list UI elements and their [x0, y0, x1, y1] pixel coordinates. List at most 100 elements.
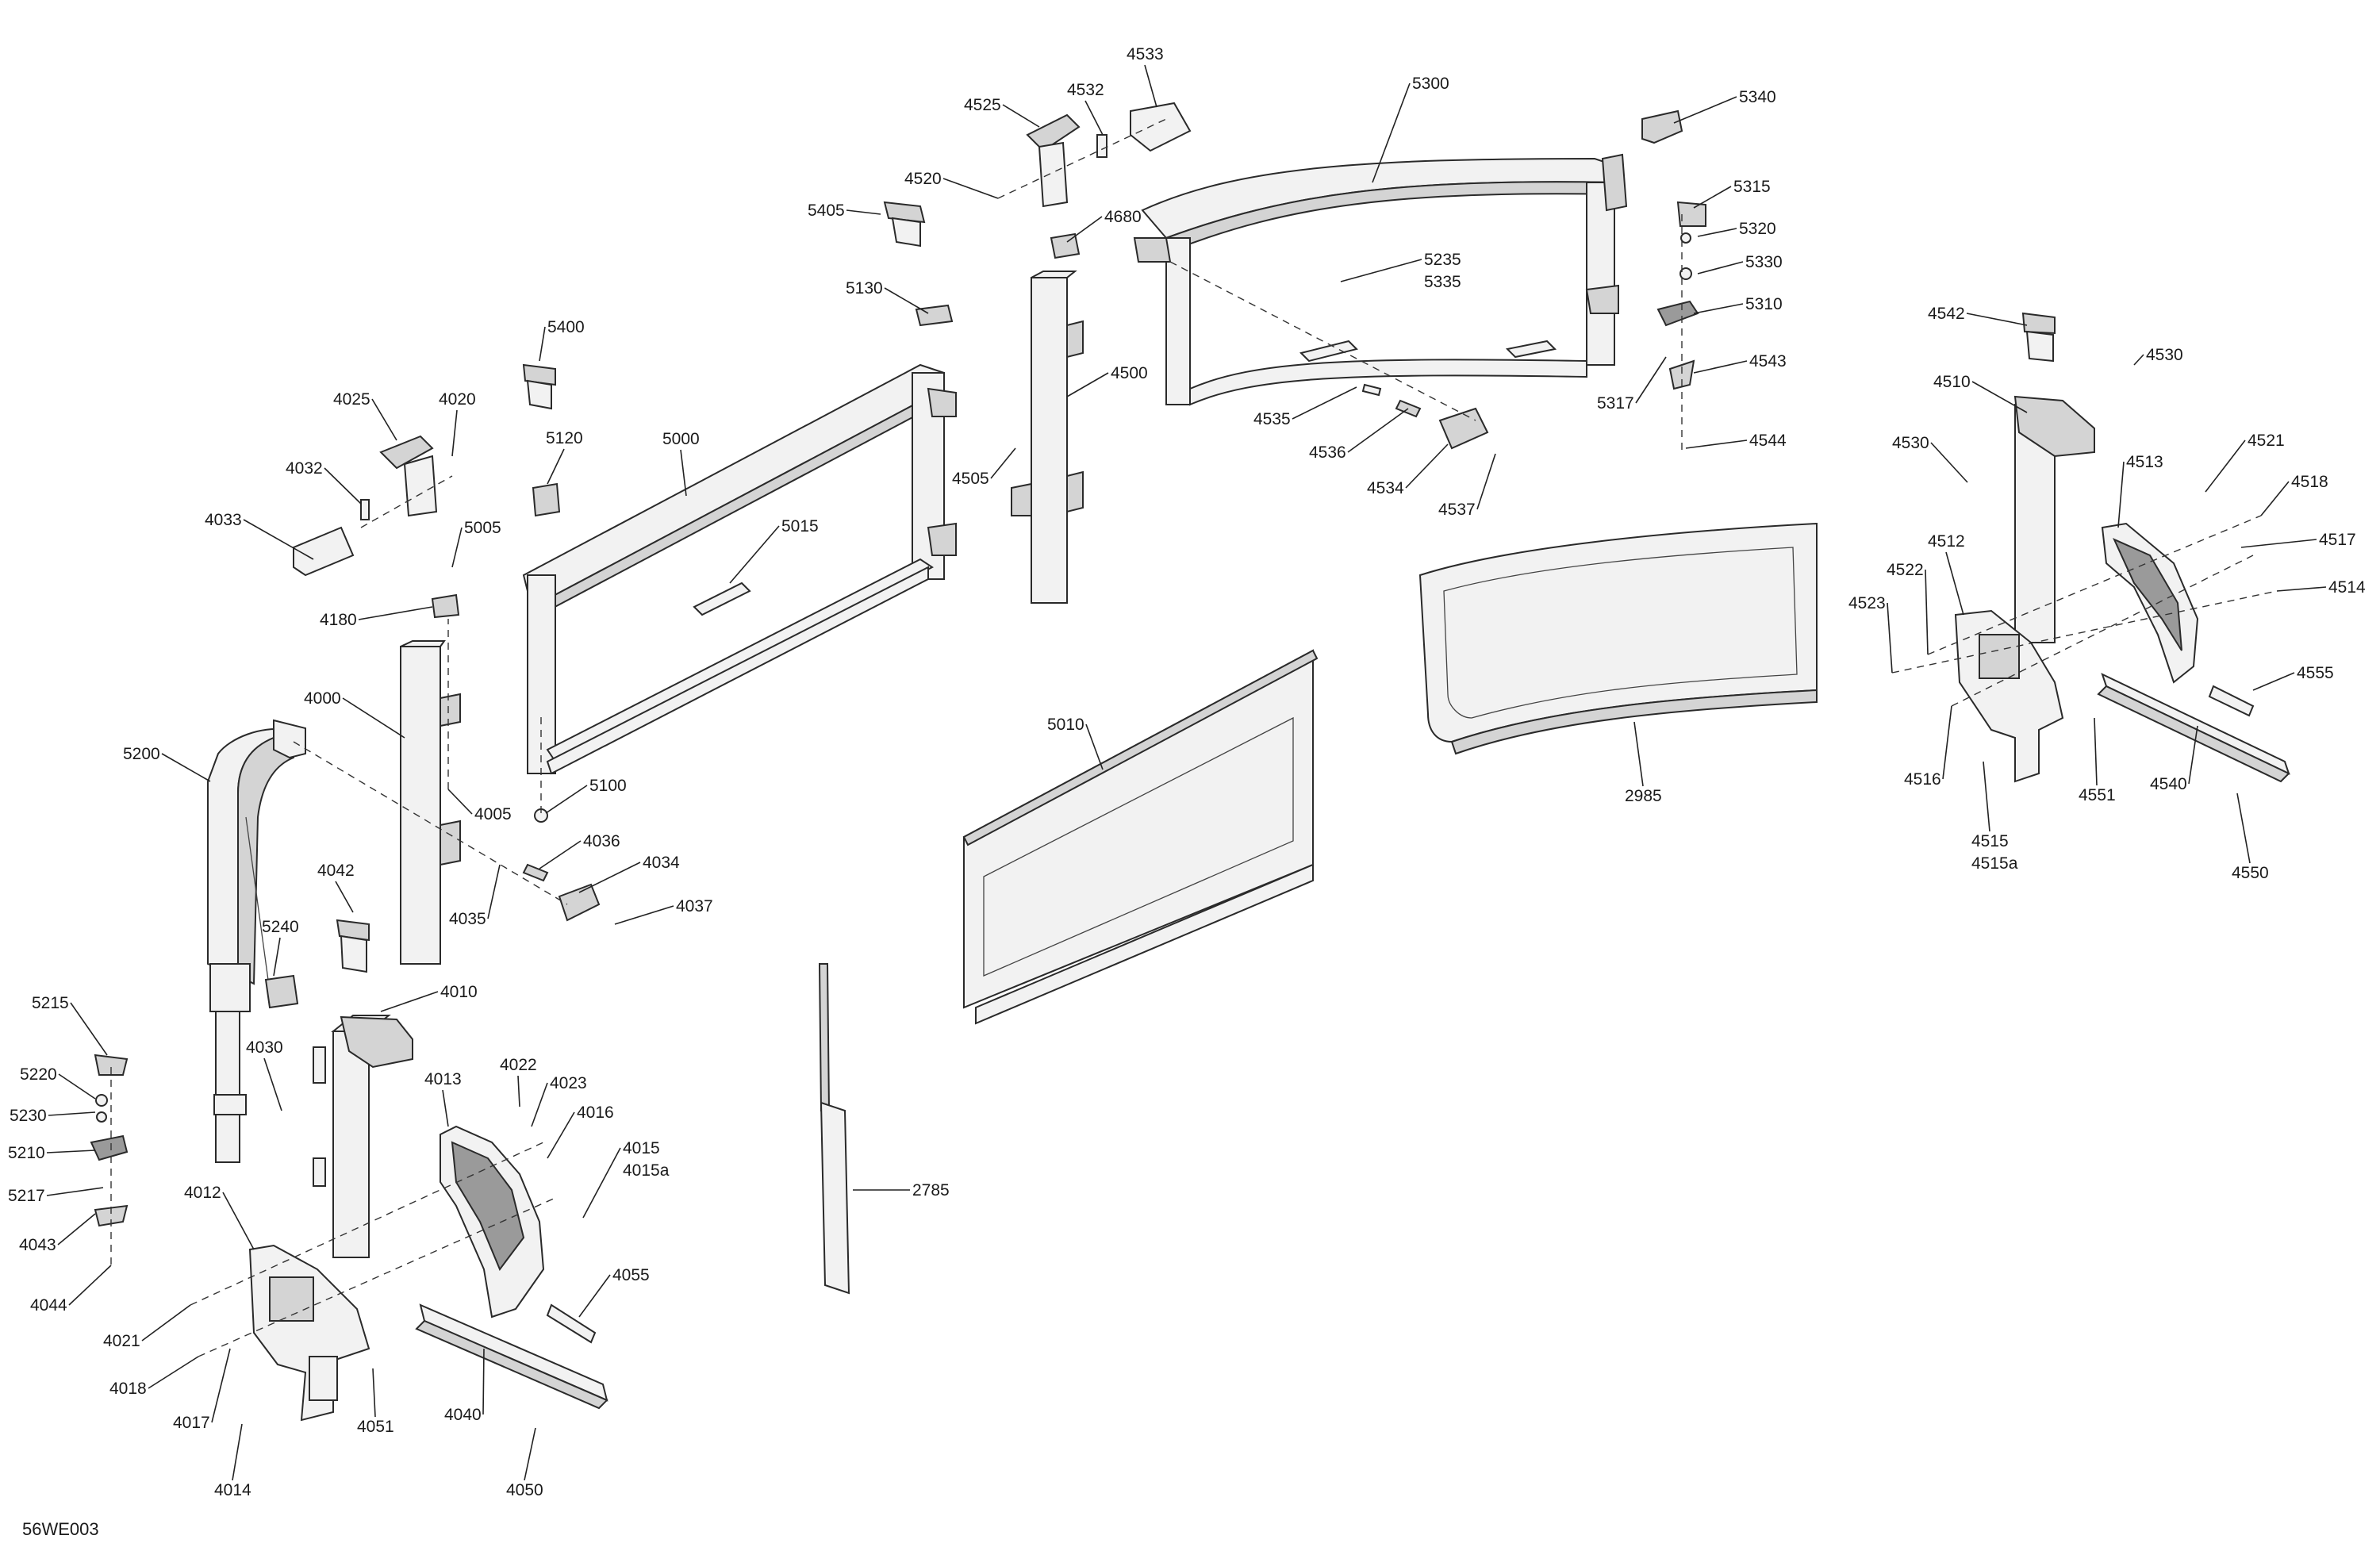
- leader-line-c4030: [263, 1057, 282, 1111]
- callout-label-c5400: 5400: [547, 318, 585, 336]
- leader-line-c4513: [2117, 461, 2125, 528]
- panel-5010: [962, 649, 1319, 1025]
- callout-label-c4043: 4043: [19, 1236, 56, 1254]
- leader-line-c4050: [524, 1427, 536, 1481]
- leader-line-c4540: [2188, 725, 2198, 785]
- callout-label-c4055: 4055: [612, 1266, 650, 1284]
- callout-label-c4521: 4521: [2248, 432, 2285, 450]
- leader-line-c4522: [1925, 569, 1929, 655]
- window-2985: [1418, 522, 1818, 755]
- callout-label-c5230: 5230: [10, 1107, 47, 1125]
- leader-line-c4020: [451, 409, 458, 457]
- bar-4055: [546, 1303, 597, 1344]
- leader-line-c4532: [1084, 100, 1104, 136]
- latch-4033: [293, 526, 355, 577]
- callout-label-c4540: 4540: [2150, 775, 2187, 793]
- callout-label-c4537: 4537: [1438, 501, 1476, 519]
- leader-line-c4018: [148, 1356, 199, 1389]
- clip-5240: [264, 974, 299, 1009]
- bracket-4012: [248, 1244, 370, 1422]
- leader-line-c4040: [482, 1348, 485, 1415]
- leader-line-c4550: [2236, 793, 2251, 864]
- callout-label-c4536: 4536: [1309, 443, 1346, 462]
- callout-label-c4522: 4522: [1887, 561, 1924, 579]
- leader-line-c4500: [1066, 372, 1109, 397]
- callout-label-c5130: 5130: [846, 279, 883, 297]
- callout-label-c5310: 5310: [1745, 295, 1783, 313]
- post-4510: [2013, 395, 2095, 643]
- callout-label-c4030: 4030: [246, 1038, 283, 1057]
- callout-label-c4016: 4016: [577, 1104, 614, 1122]
- leader-line-c5215: [70, 1002, 108, 1056]
- callout-label-c4680: 4680: [1104, 208, 1142, 226]
- leader-line-c4535: [1292, 386, 1357, 420]
- callout-label-c4013: 4013: [424, 1070, 462, 1088]
- leader-line-c4032: [324, 467, 362, 505]
- leader-line-c4013: [442, 1089, 449, 1127]
- leader-line-c2985: [1633, 721, 1644, 787]
- leader-line-c4010: [380, 991, 439, 1012]
- callout-label-c4050: 4050: [506, 1481, 543, 1499]
- callout-label-c5315: 5315: [1733, 178, 1771, 196]
- leader-line-c4034: [578, 862, 641, 893]
- callout-label-c4530b: 4530: [1892, 434, 1929, 452]
- leader-line-c5210: [46, 1150, 96, 1153]
- clip-5340: [1641, 109, 1683, 144]
- callout-label-c4035: 4035: [449, 910, 486, 928]
- leader-line-c5240: [273, 937, 281, 977]
- leader-line-c5315: [1693, 186, 1732, 209]
- callout-label-c4544: 4544: [1749, 432, 1787, 450]
- leader-line-c4025: [371, 398, 397, 441]
- leader-line-c4036: [539, 840, 582, 869]
- leader-line-c4044: [68, 1265, 112, 1306]
- leader-line-c4505: [990, 447, 1016, 479]
- callout-label-c5120: 5120: [546, 429, 583, 447]
- cap-5405: [883, 201, 926, 248]
- leader-line-c4521: [2205, 439, 2246, 493]
- callout-label-c4523: 4523: [1848, 594, 1886, 612]
- leader-line-c4037: [614, 905, 674, 925]
- callout-label-c4516: 4516: [1904, 770, 1941, 789]
- cap-5400: [522, 363, 556, 410]
- callout-label-c4505: 4505: [952, 470, 989, 488]
- callout-label-c4042: 4042: [317, 862, 355, 880]
- cap-4542: [2021, 312, 2056, 363]
- leader-line-c4543: [1693, 360, 1748, 374]
- callout-label-c5005: 5005: [464, 519, 501, 537]
- callout-label-c4520: 4520: [904, 170, 942, 188]
- leader-line-c4014: [232, 1423, 243, 1481]
- callout-label-c4517: 4517: [2319, 531, 2356, 549]
- leader-line-c4005: [447, 789, 473, 815]
- strip-2785: [818, 963, 850, 1295]
- washer-5220: [95, 1094, 108, 1107]
- bracket-4513: [2101, 522, 2199, 684]
- leader-line-c5000: [680, 449, 687, 497]
- leader-line-c5005: [451, 527, 463, 568]
- callout-label-c5220: 5220: [20, 1065, 57, 1084]
- callout-label-c4550: 4550: [2232, 864, 2269, 882]
- leader-line-c4534: [1405, 443, 1449, 489]
- callout-label-c4044: 4044: [30, 1296, 67, 1315]
- latch-5210: [90, 1134, 129, 1161]
- post-4000: [400, 640, 461, 965]
- leader-lines: [46, 64, 2327, 1481]
- leader-line-c5120: [547, 448, 565, 485]
- leader-line-c5317: [1635, 356, 1667, 404]
- drawing-code: 56WE003: [22, 1519, 99, 1539]
- leader-line-c5100: [545, 785, 588, 814]
- leader-line-c4520: [942, 178, 999, 199]
- callout-label-c2985: 2985: [1625, 787, 1662, 805]
- callout-label-c4500: 4500: [1111, 364, 1148, 382]
- washer-5330: [1679, 267, 1692, 280]
- leader-line-c4012: [222, 1192, 255, 1250]
- callout-label-c4015: 4015: [623, 1139, 660, 1157]
- handle-4525: [1026, 113, 1081, 208]
- callout-label-c4551: 4551: [2079, 786, 2116, 804]
- leader-line-c4022: [517, 1075, 520, 1107]
- callout-label-c5100: 5100: [589, 777, 627, 795]
- leader-line-c4043: [57, 1213, 96, 1246]
- callout-label-c5200: 5200: [123, 745, 160, 763]
- bar-4555: [2208, 685, 2255, 717]
- leader-line-c4514: [2276, 586, 2327, 592]
- callout-label-c5235: 5235: [1424, 251, 1461, 269]
